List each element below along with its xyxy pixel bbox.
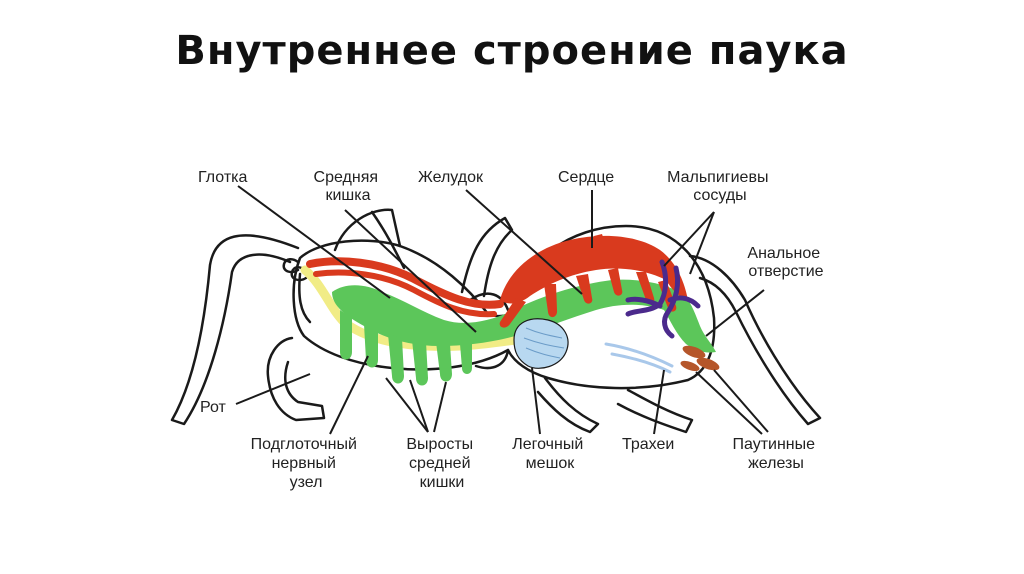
label-trahei: Трахеи <box>622 436 674 453</box>
label-rot: Рот <box>200 399 227 416</box>
label-legochny-meshok: Легочный мешок <box>512 436 588 472</box>
label-vyrosty-sredney-kishki: Выросты средней кишки <box>406 436 477 491</box>
label-analnoe-otverstie: Анальное отверстие <box>747 245 824 280</box>
label-pautinnye-zhelezy: Паутинные железы <box>732 436 819 472</box>
label-srednyaya-kishka: Средняя кишка <box>314 169 383 204</box>
label-glotka: Глотка <box>198 169 248 186</box>
lung-sac <box>514 319 568 369</box>
label-podglotochny-uzel: Подглоточный нервный узел <box>251 436 362 491</box>
tracheae <box>606 344 672 372</box>
label-serdtse: Сердце <box>558 169 614 186</box>
label-malpigievy-sosudy: Мальпигиевы сосуды <box>667 169 773 204</box>
label-zheludok: Желудок <box>418 169 484 186</box>
